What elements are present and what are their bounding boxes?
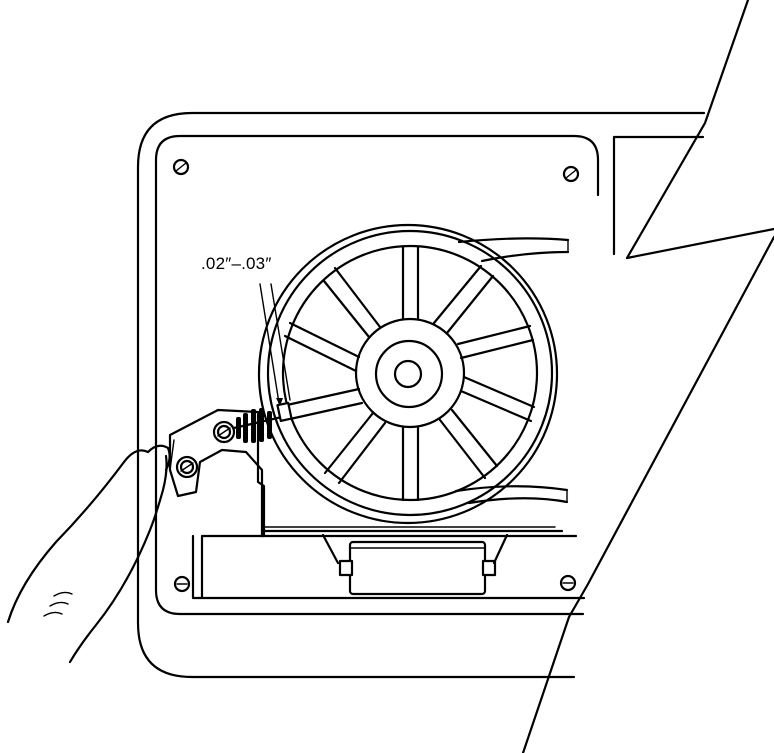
inner-panel: [154, 134, 600, 616]
break-line-lower: [521, 235, 774, 753]
tape-ribbon-lower: [454, 485, 569, 505]
gap-indicator: [259, 283, 291, 406]
reel-inner-ring: [354, 317, 466, 429]
tape-ribbon-upper: [457, 237, 570, 263]
motor-post-right: [481, 559, 497, 577]
screw-top-right: [562, 165, 580, 183]
arm-screw-upper: [212, 420, 236, 444]
screw-bottom-right: [559, 574, 577, 592]
motor-housing: [348, 540, 487, 596]
break-line-upper: [625, 0, 774, 260]
reel-spokes: [283, 245, 536, 502]
arm-screw-lower: [175, 455, 199, 479]
gap-measurement-label: .02″–.03″: [201, 254, 272, 273]
reel-hub: [393, 359, 423, 389]
operator-finger: [6, 449, 150, 624]
motor-post-left: [338, 559, 354, 577]
screw-top-left: [172, 158, 190, 176]
reel-disc: [257, 223, 559, 525]
pressure-pad: [276, 401, 293, 422]
finger-nail: [146, 444, 171, 472]
screw-bottom-left: [173, 575, 191, 593]
outer-panel: [136, 111, 706, 679]
side-recess: [612, 135, 705, 256]
coil-spring: [232, 408, 284, 443]
